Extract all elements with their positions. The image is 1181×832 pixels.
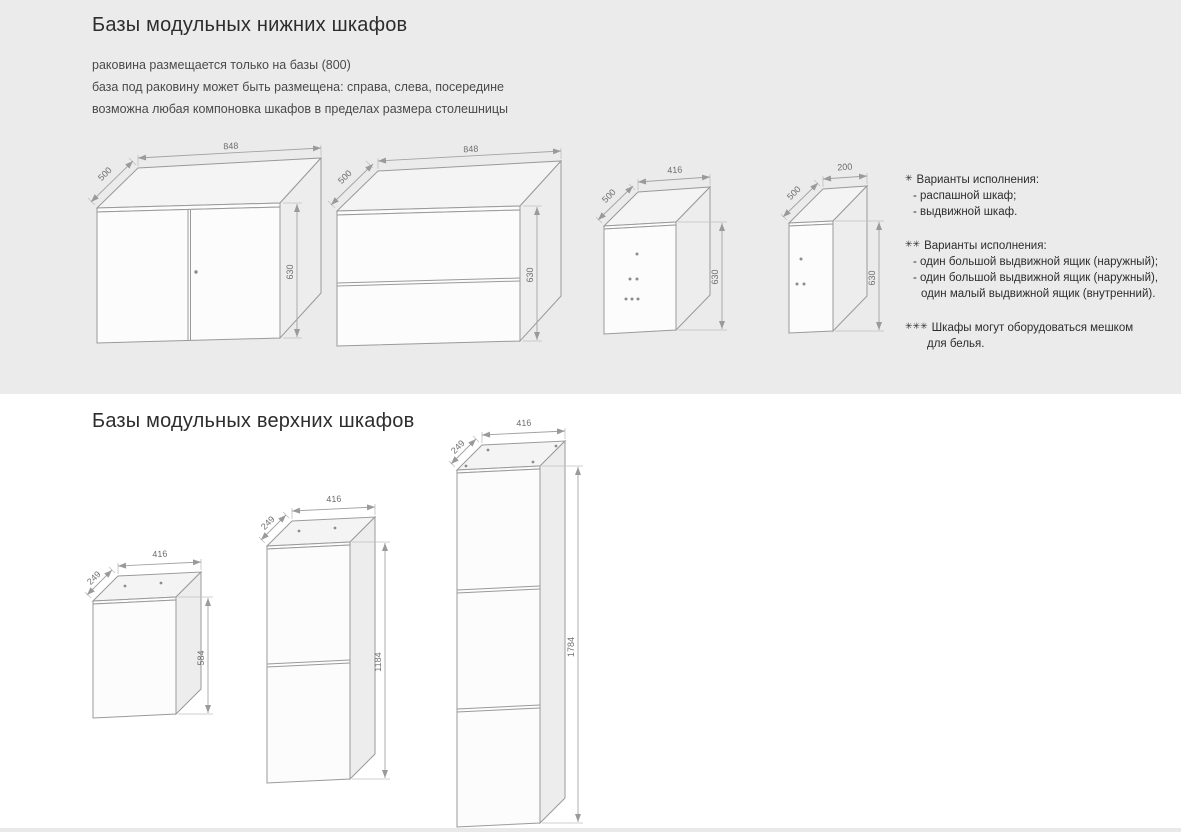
dim-height-label: 630 bbox=[285, 264, 295, 279]
legend-line: - один большой выдвижной ящик (наружный)… bbox=[913, 256, 1159, 268]
legend-line: один малый выдвижной ящик (внутренний). bbox=[921, 288, 1156, 300]
legend-line: - распашной шкаф; bbox=[913, 190, 1017, 202]
legend-title: ✳✳Варианты исполнения: bbox=[905, 239, 1047, 252]
legend-title: ✳✳✳Шкафы могут оборудоваться мешком bbox=[905, 321, 1134, 334]
side-face bbox=[349, 515, 376, 781]
bottom-divider bbox=[0, 828, 1181, 832]
asterisk-marker: ✳✳✳ bbox=[905, 321, 928, 331]
side-face bbox=[175, 570, 202, 716]
note-line: база под раковину может быть размещена: … bbox=[92, 80, 504, 94]
front-face bbox=[266, 544, 351, 784]
legend: ✳Варианты исполнения: - распашной шкаф; … bbox=[905, 170, 1181, 368]
dim-width-label: 848 bbox=[463, 144, 479, 155]
dim-depth-label: 500 bbox=[336, 168, 354, 186]
cabinet-base-848-two-drawers: 500 848 630 bbox=[327, 144, 563, 347]
dim-width-label: 416 bbox=[667, 164, 683, 175]
cabinet-base-848-two-doors: 500 848 630 bbox=[87, 141, 323, 344]
front-face bbox=[336, 209, 521, 347]
legend-title: ✳Варианты исполнения: bbox=[905, 173, 1040, 186]
dim-width-label: 416 bbox=[516, 418, 532, 429]
cabinet-upper-584: 249 416 584 bbox=[84, 549, 213, 719]
dim-depth-label: 249 bbox=[85, 569, 103, 587]
legend-line: для белья. bbox=[927, 338, 985, 350]
legend-group-2: ✳✳Варианты исполнения: - один большой вы… bbox=[905, 236, 1181, 302]
asterisk-marker: ✳✳ bbox=[905, 239, 921, 249]
dim-height-label: 630 bbox=[525, 267, 535, 282]
dim-height-label: 1784 bbox=[566, 637, 576, 657]
front-face bbox=[788, 223, 834, 334]
front-face bbox=[92, 599, 177, 719]
dim-depth-label: 249 bbox=[449, 438, 467, 456]
upper-section-title: Базы модульных верхних шкафов bbox=[92, 410, 415, 432]
dim-height-label: 630 bbox=[867, 270, 877, 285]
dim-depth-label: 500 bbox=[785, 184, 803, 202]
cabinet-base-416-door: 500 416 630 bbox=[595, 164, 727, 335]
legend-group-3: ✳✳✳Шкафы могут оборудоваться мешком для … bbox=[905, 318, 1181, 352]
front-face bbox=[603, 224, 677, 335]
legend-group-1: ✳Варианты исполнения: - распашной шкаф; … bbox=[905, 170, 1181, 220]
dim-width-label: 848 bbox=[223, 141, 239, 152]
legend-line: - выдвижной шкаф. bbox=[913, 206, 1018, 218]
note-line: раковина размещается только на базы (800… bbox=[92, 58, 351, 72]
front-face bbox=[456, 468, 541, 828]
lower-section-title: Базы модульных нижних шкафов bbox=[92, 14, 408, 36]
asterisk-marker: ✳ bbox=[905, 173, 913, 183]
cabinet-base-200-narrow: 500 200 630 bbox=[780, 161, 884, 334]
dim-width-label: 416 bbox=[152, 549, 168, 560]
dim-height-label: 584 bbox=[196, 650, 206, 665]
dim-height-label: 1184 bbox=[373, 652, 383, 671]
handle-dot bbox=[194, 270, 198, 274]
side-face bbox=[539, 439, 566, 825]
cabinet-upper-1784: 249 416 1784 bbox=[448, 418, 583, 828]
dim-height-label: 630 bbox=[710, 269, 720, 284]
lower-section-notes: раковина размещается только на базы (800… bbox=[92, 54, 508, 120]
note-line: возможна любая компоновка шкафов в преде… bbox=[92, 102, 509, 116]
dim-depth-label: 500 bbox=[600, 187, 618, 205]
dim-depth-label: 249 bbox=[259, 514, 277, 532]
legend-line: - один большой выдвижной ящик (наружный)… bbox=[913, 272, 1159, 284]
dim-width-label: 416 bbox=[326, 494, 342, 505]
cabinet-upper-1184: 249 416 1184 bbox=[258, 494, 390, 784]
dim-depth-label: 500 bbox=[96, 165, 114, 183]
dim-width-label: 200 bbox=[837, 161, 853, 172]
